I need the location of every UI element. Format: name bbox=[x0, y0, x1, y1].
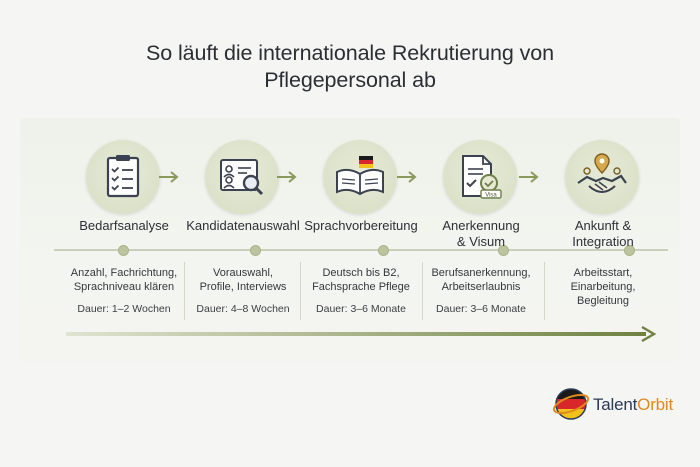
icon-circle bbox=[323, 140, 397, 214]
logo-text-talent: Talent bbox=[593, 395, 638, 414]
column-divider bbox=[422, 262, 423, 320]
column-divider bbox=[184, 262, 185, 320]
title-line-1: So läuft die internationale Rekrutierung… bbox=[146, 41, 554, 65]
talentorbit-logo: TalentOrbit bbox=[552, 384, 682, 424]
arrow-right-icon bbox=[519, 171, 539, 183]
visa-label: Visa bbox=[485, 193, 497, 199]
step-description: Arbeitsstart, Einarbeitung, Begleitung bbox=[570, 267, 636, 307]
step-title: Bedarfsanalyse bbox=[79, 218, 169, 233]
timeline-dot bbox=[250, 245, 261, 256]
column-divider bbox=[544, 262, 545, 320]
icon-circle bbox=[205, 140, 279, 214]
step-title: Kandidatenauswahl bbox=[186, 218, 300, 233]
title-line-2: Pflegepersonal ab bbox=[264, 68, 436, 92]
timeline-dot bbox=[118, 245, 129, 256]
timeline-dot bbox=[624, 245, 635, 256]
logo-text: TalentOrbit bbox=[593, 395, 673, 415]
timeline-dot bbox=[498, 245, 509, 256]
step-title: Anerkennung & Visum bbox=[442, 218, 520, 249]
page-title: So läuft die internationale Rekrutierung… bbox=[0, 40, 700, 94]
arrow-right-icon bbox=[277, 171, 297, 183]
logo-text-orbit: Orbit bbox=[637, 395, 674, 414]
icon-circle bbox=[565, 140, 639, 214]
step-duration: Dauer: 3–6 Monate bbox=[436, 303, 526, 315]
timeline-dot bbox=[378, 245, 389, 256]
arrow-right-icon bbox=[159, 171, 179, 183]
step-duration: Dauer: 3–6 Monate bbox=[316, 303, 406, 315]
step-title: Sprachvorbereitung bbox=[304, 218, 418, 233]
process-panel: Bedarfsanalyse Anzahl, Fachrichtung, Spr… bbox=[20, 118, 680, 362]
step-duration: Dauer: 1–2 Wochen bbox=[77, 303, 171, 315]
step-description: Vorauswahl, Profile, Interviews bbox=[199, 267, 287, 293]
timeline-line bbox=[54, 249, 668, 251]
step-title: Ankunft & Integration bbox=[572, 218, 634, 249]
icon-circle bbox=[86, 140, 160, 214]
step-duration: Dauer: 4–8 Wochen bbox=[196, 303, 290, 315]
progress-arrow-icon bbox=[66, 326, 657, 342]
column-divider bbox=[300, 262, 301, 320]
icon-circle: Visa bbox=[443, 140, 517, 214]
arrow-right-icon bbox=[397, 171, 417, 183]
step-description: Berufsanerkennung, Arbeitserlaubnis bbox=[431, 267, 531, 293]
step-description: Anzahl, Fachrichtung, Sprachniveau kläre… bbox=[70, 267, 178, 293]
step-description: Deutsch bis B2, Fachsprache Pflege bbox=[312, 267, 410, 293]
